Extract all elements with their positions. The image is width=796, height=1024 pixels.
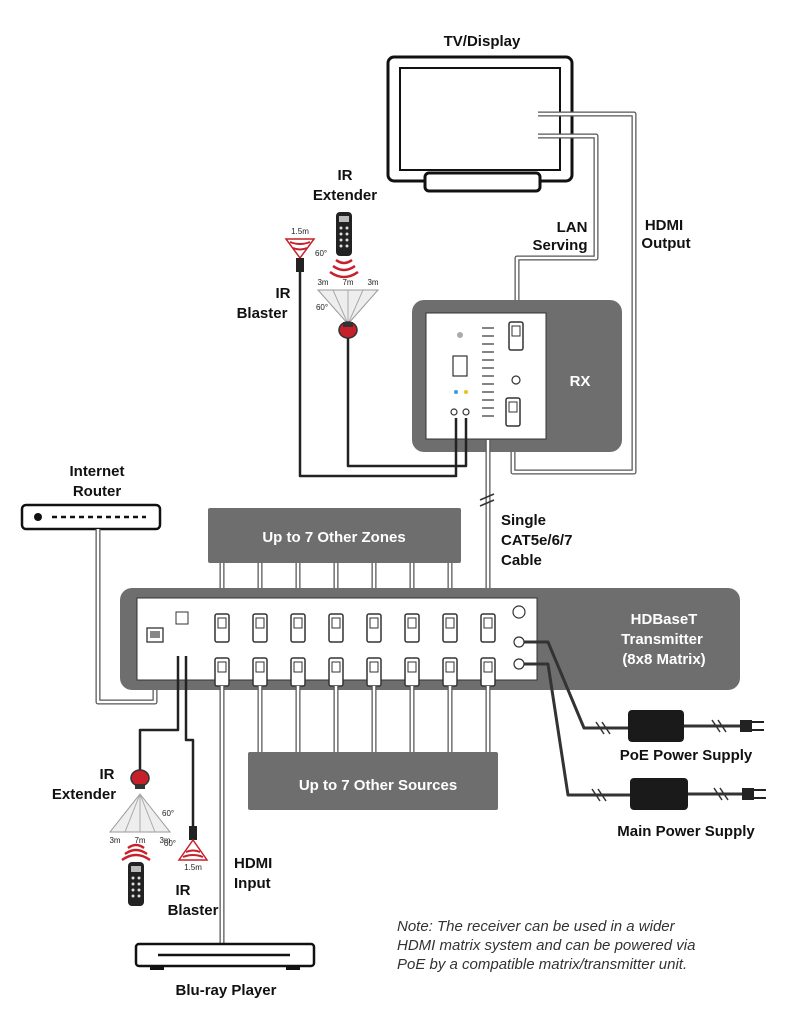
ir-blaster-bottom-label-1: IR	[176, 882, 191, 899]
ir-extender-top-label-2: Extender	[313, 187, 377, 204]
svg-text:60°: 60°	[164, 839, 176, 848]
note-line-1: Note: The receiver can be used in a wide…	[397, 918, 676, 935]
svg-text:60°: 60°	[162, 809, 174, 818]
lan-serving-label-1: LAN	[557, 219, 588, 236]
hdmi-output-label-1: HDMI	[645, 217, 683, 234]
svg-text:3m: 3m	[367, 278, 378, 287]
single-cable-label-3: Cable	[501, 552, 542, 569]
ir-extender-top-receiver: 3m 7m 3m 60°	[316, 278, 380, 339]
poe-power-supply	[628, 710, 764, 742]
ir-waves-bottom	[121, 843, 151, 862]
ir-extender-bottom-label-2: Extender	[52, 786, 116, 803]
ir-extender-top-label-1: IR	[338, 167, 353, 184]
ir-blaster-top-icon: 1.5m 60°	[284, 227, 327, 272]
transmitter-label-2: Transmitter	[621, 631, 703, 648]
ir-blaster-bottom-label-2: Blaster	[168, 902, 219, 919]
sources-box: Up to 7 Other Sources	[248, 752, 498, 810]
tv-display: TV/Display	[386, 33, 574, 193]
transmitter-label-3: (8x8 Matrix)	[622, 651, 705, 668]
ir-waves-top	[329, 258, 359, 279]
ir-extender-bottom-receiver: 3m 7m 3m 60°	[108, 769, 174, 845]
svg-text:7m: 7m	[134, 836, 145, 845]
zones-label: Up to 7 Other Zones	[262, 529, 405, 546]
bluray-label: Blu-ray Player	[176, 982, 277, 999]
svg-text:3m: 3m	[159, 836, 170, 845]
hdmi-input-label-2: Input	[234, 875, 271, 892]
zones-box: Up to 7 Other Zones	[208, 508, 461, 563]
bluray-player-icon	[134, 942, 316, 970]
ir-blaster-top-label-2: Blaster	[237, 305, 288, 322]
single-cable-label-1: Single	[501, 512, 546, 529]
lan-serving-label-2: Serving	[532, 237, 587, 254]
svg-text:1.5m: 1.5m	[184, 863, 202, 872]
svg-text:7m: 7m	[342, 278, 353, 287]
note-line-3: PoE by a compatible matrix/transmitter u…	[397, 956, 687, 973]
svg-text:3m: 3m	[109, 836, 120, 845]
main-power-supply-label: Main Power Supply	[617, 823, 755, 840]
transmitter-label-1: HDBaseT	[631, 611, 698, 628]
note-line-2: HDMI matrix system and can be powered vi…	[397, 937, 695, 954]
sources-cables	[257, 686, 491, 755]
main-power-supply	[630, 778, 766, 810]
ir-blaster-bottom-icon: 1.5m 60°	[164, 826, 209, 872]
poe-power-supply-label: PoE Power Supply	[620, 747, 753, 764]
router-label-1: Internet	[69, 463, 124, 480]
rx-label: RX	[570, 373, 591, 390]
svg-text:3m: 3m	[317, 278, 328, 287]
rx-unit: RX	[412, 300, 622, 452]
hdmi-input-label-1: HDMI	[234, 855, 272, 872]
hdmi-output-label-2: Output	[641, 235, 690, 252]
remote-control-bottom-icon	[128, 862, 144, 906]
svg-text:60°: 60°	[315, 249, 327, 258]
svg-text:60°: 60°	[316, 303, 328, 312]
router-label-2: Router	[73, 483, 121, 500]
transmitter-unit: HDBaseT Transmitter (8x8 Matrix)	[120, 588, 740, 690]
remote-control-top-icon	[336, 212, 352, 256]
ir-blaster-top-label-1: IR	[276, 285, 291, 302]
svg-text:1.5m: 1.5m	[291, 227, 309, 236]
internet-router-icon	[20, 503, 162, 531]
ir-extender-bottom-label-1: IR	[100, 766, 115, 783]
single-cable-label-2: CAT5e/6/7	[501, 532, 572, 549]
sources-label: Up to 7 Other Sources	[299, 777, 457, 794]
tv-label: TV/Display	[444, 33, 521, 50]
rx-vents	[482, 327, 494, 417]
note: Note: The receiver can be used in a wide…	[397, 918, 695, 973]
